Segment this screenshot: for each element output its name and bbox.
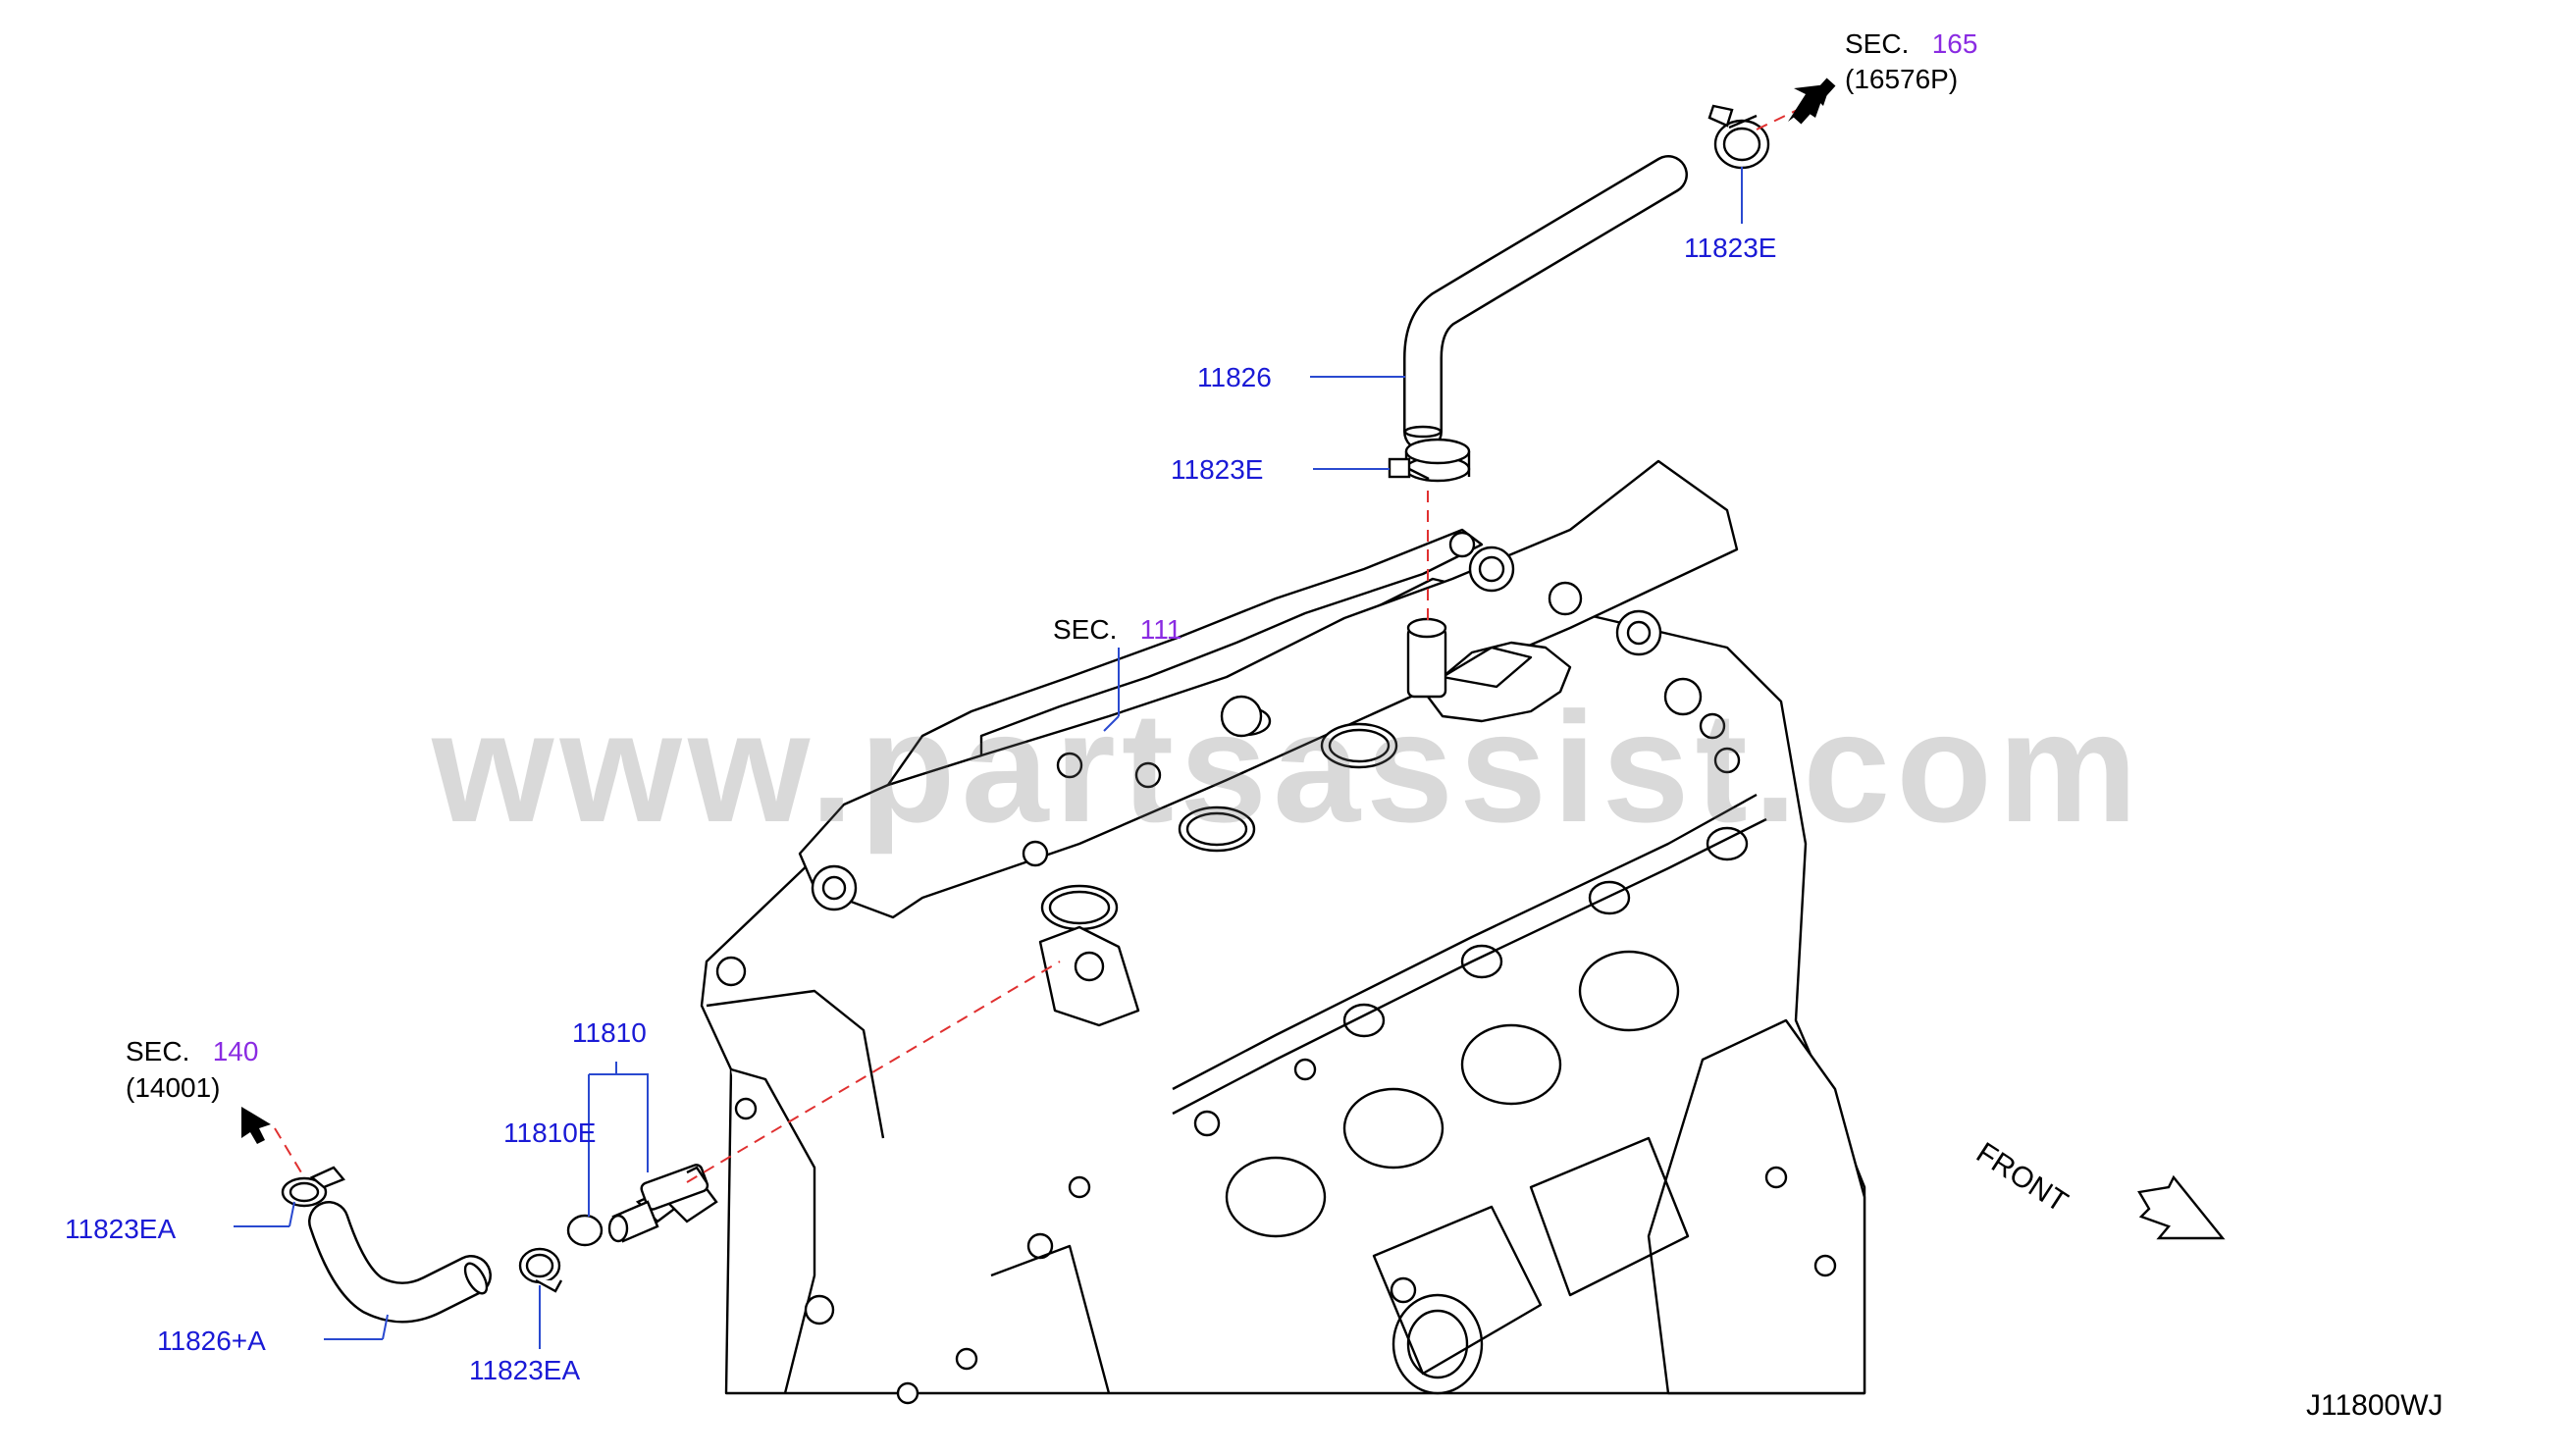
- part-label-11810E[interactable]: 11810E: [503, 1118, 597, 1148]
- front-arrow-icon: [2137, 1174, 2226, 1240]
- part-label-11823E-middle[interactable]: 11823E: [1171, 454, 1264, 485]
- engine-cylinder-head: [700, 459, 1866, 1405]
- o-ring-11810E: [566, 1214, 604, 1247]
- sec-140-ref: (14001): [126, 1072, 221, 1103]
- sec-140-arrow-icon: [241, 1107, 271, 1144]
- pcv-valve-11810: [607, 1164, 718, 1243]
- watermark: www.partsassist.com: [432, 679, 2144, 855]
- part-label-11823EA-left[interactable]: 11823EA: [65, 1214, 177, 1244]
- clamp-middle-11823E: [1388, 438, 1471, 483]
- leader-lines: [234, 167, 1743, 1349]
- part-label-11826A[interactable]: 11826+A: [157, 1326, 266, 1356]
- clamp-lower-11823EA: [518, 1247, 563, 1293]
- clamp-left-11823EA: [281, 1166, 345, 1208]
- part-label-11826[interactable]: 11826: [1197, 362, 1272, 392]
- part-label-11810[interactable]: 11810: [572, 1017, 647, 1048]
- sec-165-ref: (16576P): [1845, 64, 1959, 94]
- sec-140-label[interactable]: SEC. 140: [126, 1036, 259, 1066]
- diagram-code: J11800WJ: [2306, 1389, 2443, 1422]
- part-label-11823EA-lower[interactable]: 11823EA: [469, 1355, 581, 1385]
- sec-165-label[interactable]: SEC. 165: [1845, 28, 1978, 59]
- part-label-11823E-top[interactable]: 11823E: [1684, 233, 1777, 263]
- clamp-top-11823E: [1707, 104, 1770, 170]
- sec-111-label[interactable]: SEC. 111: [1053, 614, 1182, 645]
